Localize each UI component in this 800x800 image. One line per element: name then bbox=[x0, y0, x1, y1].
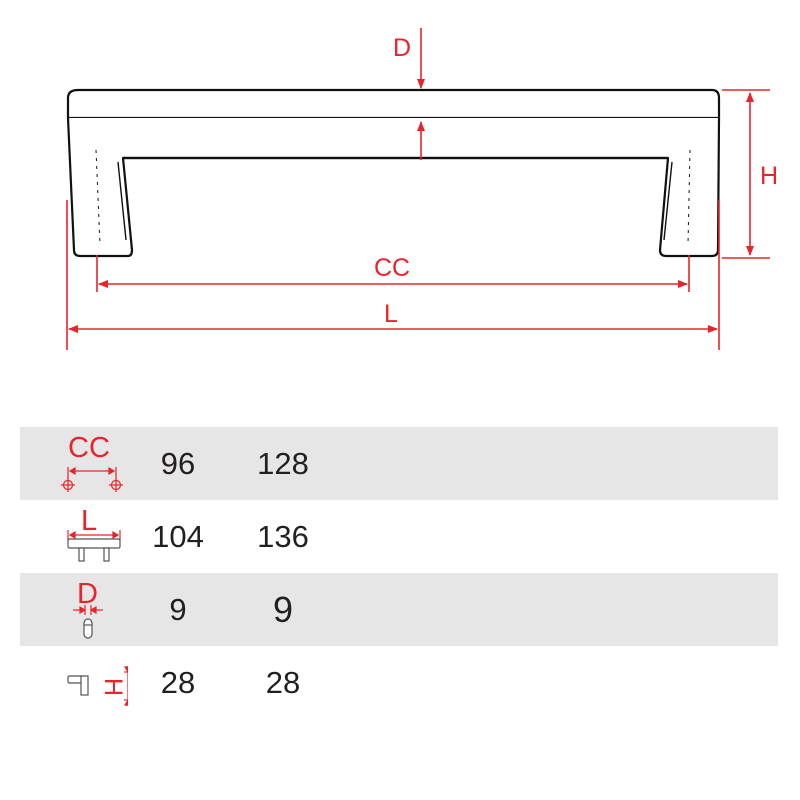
l-value-1: 104 bbox=[152, 519, 204, 554]
handle-outline bbox=[66, 88, 721, 258]
table-row-h: H 28 28 bbox=[20, 646, 778, 719]
d-value-1: 9 bbox=[169, 592, 187, 627]
d-value-2: 9 bbox=[272, 589, 294, 630]
diameter-icon: D bbox=[48, 573, 128, 646]
cc-value-2: 128 bbox=[257, 446, 309, 481]
table-row-l: L 104 136 bbox=[20, 500, 778, 573]
icon-label-cc: CC bbox=[68, 432, 110, 464]
dimension-l bbox=[66, 200, 720, 350]
overall-length-icon: L bbox=[48, 500, 128, 573]
table-row-cc: CC 96 128 bbox=[20, 427, 778, 500]
dimension-h-label: H bbox=[760, 162, 778, 190]
dimension-cc bbox=[96, 255, 690, 292]
handle-technical-drawing: D H CC L bbox=[66, 28, 778, 350]
center-to-center-icon: CC bbox=[48, 427, 128, 500]
l-value-2: 136 bbox=[257, 519, 309, 554]
h-value-1: 28 bbox=[160, 665, 196, 700]
icon-label-d: D bbox=[77, 578, 98, 610]
height-icon: H bbox=[48, 646, 128, 719]
h-value-2: 28 bbox=[265, 665, 301, 700]
icon-label-h: H bbox=[99, 678, 127, 696]
cc-value-1: 96 bbox=[160, 446, 196, 481]
table-row-d: D 9 9 bbox=[20, 573, 778, 646]
spec-table: CC 96 128 L bbox=[20, 427, 778, 719]
icon-label-l: L bbox=[81, 505, 97, 537]
dimension-cc-label: CC bbox=[374, 254, 410, 282]
dimension-d-label: D bbox=[393, 34, 411, 62]
dimension-l-label: L bbox=[384, 300, 398, 328]
dimension-h bbox=[722, 89, 770, 259]
